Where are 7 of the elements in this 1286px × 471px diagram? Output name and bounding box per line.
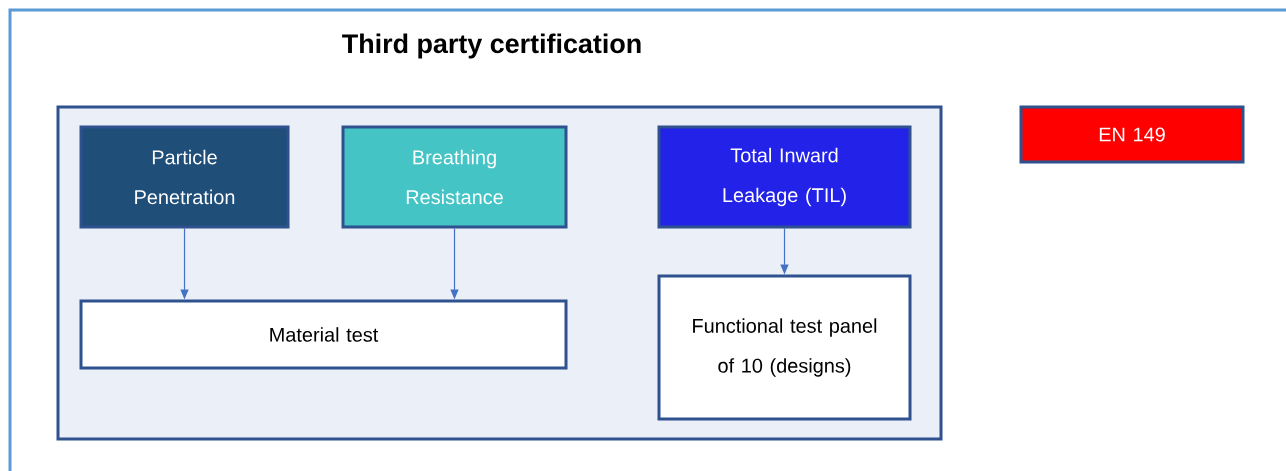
test-box: Functional test panel of 10 (designs) xyxy=(657,274,912,421)
process-box: Total Inward Leakage (TIL) xyxy=(657,125,912,229)
title: Third party certification xyxy=(342,33,641,59)
process-box: Breathing Resistance xyxy=(341,125,568,229)
test-box: Material test xyxy=(79,299,568,370)
process-box: Particle Penetration xyxy=(79,125,290,229)
standard-box: EN 149 xyxy=(1019,105,1245,164)
